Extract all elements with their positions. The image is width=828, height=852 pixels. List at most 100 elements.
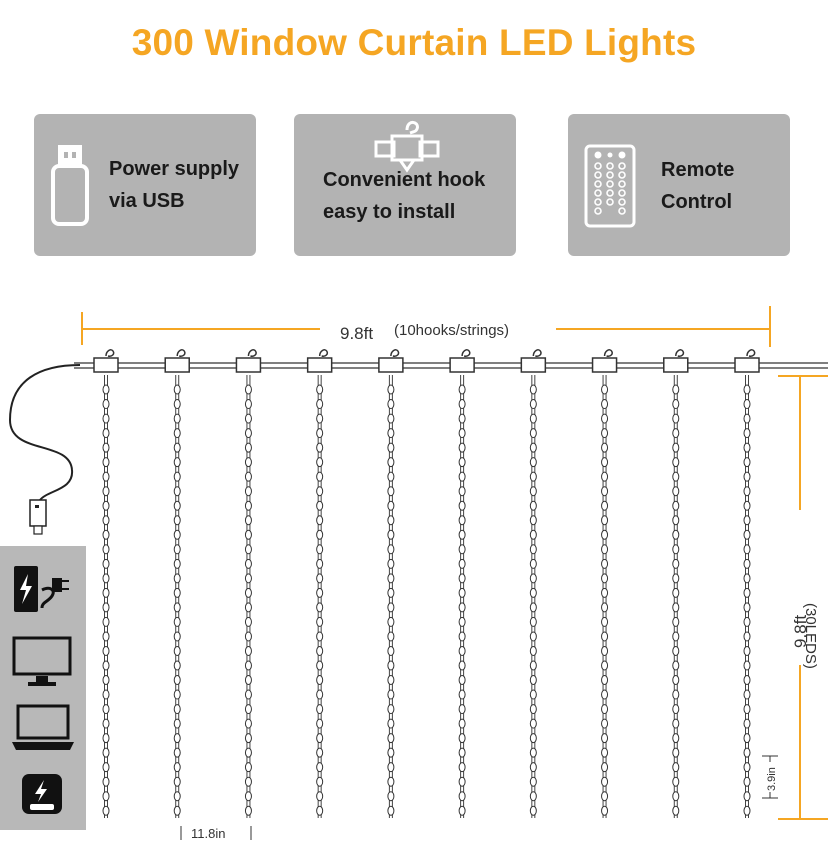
led-bulb (102, 660, 110, 671)
led-bulb (529, 573, 537, 584)
led-bulb (387, 645, 395, 656)
led-bulb (458, 689, 466, 700)
led-bulb (601, 675, 609, 686)
led-bulb (102, 587, 110, 598)
led-bulb (102, 384, 110, 395)
page-title: 300 Window Curtain LED Lights (131, 22, 697, 63)
led-bulb (387, 399, 395, 410)
led-bulb (743, 515, 751, 526)
led-bulb (601, 428, 609, 439)
led-bulb (102, 544, 110, 555)
led-bulb (743, 645, 751, 656)
led-bulb (102, 689, 110, 700)
string-hook-icon (378, 349, 404, 373)
feature-remote-line2: Control (661, 191, 733, 213)
led-bulb (458, 660, 466, 671)
led-bulb (387, 762, 395, 773)
width-note: (10hooks/strings) (394, 322, 509, 339)
led-bulb (102, 602, 110, 613)
led-bulb (743, 457, 751, 468)
led-string (235, 349, 262, 818)
led-bulb (244, 399, 252, 410)
usb-cable (8, 364, 81, 501)
led-bulb (672, 631, 680, 642)
string-hook-icon (164, 349, 190, 373)
led-bulb (458, 486, 466, 497)
led-string (449, 349, 475, 818)
led-string (306, 349, 333, 818)
led-bulb (173, 689, 181, 700)
led-bulb (458, 602, 466, 613)
led-bulb (173, 718, 181, 729)
led-bulb (173, 747, 181, 758)
led-bulb (743, 791, 751, 802)
led-bulb (529, 413, 537, 424)
led-bulb (743, 704, 751, 715)
led-bulb (102, 442, 110, 453)
led-bulb (316, 616, 324, 627)
led-bulb (672, 689, 680, 700)
led-bulb (529, 675, 537, 686)
led-string (93, 349, 119, 818)
led-bulb (743, 544, 751, 555)
width-dimension: 9.8ft (10hooks/strings) (81, 306, 771, 347)
led-bulb (102, 791, 110, 802)
led-bulb (743, 689, 751, 700)
led-bulb (601, 515, 609, 526)
feature-card-remote: Remote Control (568, 114, 790, 256)
led-bulb (244, 616, 252, 627)
led-bulb (244, 529, 252, 540)
led-bulb (173, 631, 181, 642)
led-bulb (672, 486, 680, 497)
led-bulb (316, 413, 324, 424)
led-bulb (387, 660, 395, 671)
led-bulb (316, 471, 324, 482)
led-bulb (173, 515, 181, 526)
led-bulb (601, 457, 609, 468)
led-bulb (102, 457, 110, 468)
led-bulb (102, 471, 110, 482)
led-bulb (672, 776, 680, 787)
led-bulb (743, 413, 751, 424)
led-bulb (458, 457, 466, 468)
led-bulb (316, 689, 324, 700)
led-bulb (102, 704, 110, 715)
led-bulb (316, 544, 324, 555)
led-bulb (316, 645, 324, 656)
led-bulb (458, 645, 466, 656)
led-bulb (672, 587, 680, 598)
led-bulb (458, 733, 466, 744)
led-bulb (173, 791, 181, 802)
led-bulb (458, 631, 466, 642)
led-bulb (387, 791, 395, 802)
led-bulb (244, 762, 252, 773)
height-note: (30LEDS) (802, 603, 819, 669)
led-bulb (458, 616, 466, 627)
led-bulb (102, 515, 110, 526)
led-bulb (387, 529, 395, 540)
led-bulb (529, 791, 537, 802)
led-bulb (672, 384, 680, 395)
remote-control-icon (584, 144, 636, 228)
led-bulb (244, 442, 252, 453)
led-bulb (743, 718, 751, 729)
led-bulb (743, 471, 751, 482)
led-bulb (529, 762, 537, 773)
led-bulb (458, 573, 466, 584)
led-string (378, 349, 404, 818)
string-hook-icon (663, 349, 689, 373)
led-bulb (173, 558, 181, 569)
led-bulb (316, 457, 324, 468)
led-bulb (316, 776, 324, 787)
feature-card-usb: Power supply via USB (34, 114, 256, 256)
led-bulb (672, 413, 680, 424)
led-bulb (672, 791, 680, 802)
led-bulb (173, 573, 181, 584)
led-bulb (529, 500, 537, 511)
led-bulb (601, 805, 609, 816)
led-bulb (244, 805, 252, 816)
led-bulb (672, 515, 680, 526)
led-bulb (173, 675, 181, 686)
led-bulb (672, 762, 680, 773)
